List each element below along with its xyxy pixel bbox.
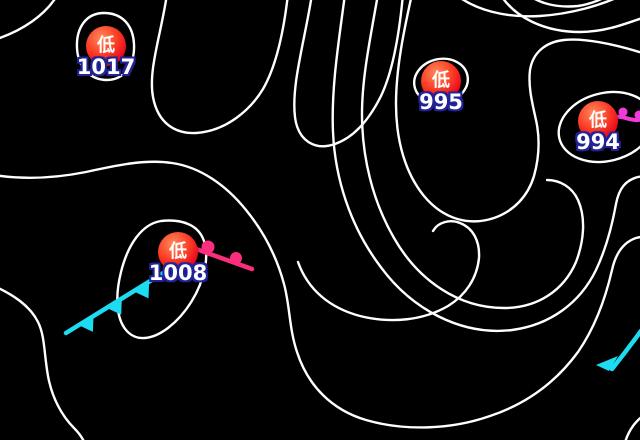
isobar-path (0, 160, 640, 429)
isobar-path (394, 0, 640, 223)
isobar-path (0, 0, 56, 40)
isobar-path (150, 0, 289, 135)
isobar-path (293, 0, 404, 148)
isobar-path (534, 0, 603, 8)
low-circle: 低 (86, 26, 126, 66)
isobar-path (502, 0, 640, 34)
isobar-ring-995 (412, 57, 470, 105)
cold-front-1008 (63, 267, 171, 336)
warm-front-1008 (193, 240, 255, 272)
isobar-path (331, 0, 640, 333)
low-pressure-value: 1017 (76, 55, 136, 79)
low-symbol-text: 低 (169, 241, 187, 262)
isobar-path (296, 220, 481, 322)
low-symbol-text: 低 (589, 110, 607, 131)
isobar-path (0, 287, 85, 440)
low-circle: 低 (158, 232, 198, 272)
low-symbol-text: 低 (432, 70, 450, 91)
warm-front-994 (612, 107, 640, 123)
isobar-path (116, 219, 208, 340)
low-pressure-value: 1008 (148, 261, 208, 285)
isobar-ring-994 (557, 90, 640, 164)
fronts-layer (63, 107, 640, 372)
low-circle: 低 (578, 101, 618, 141)
low-pressure-value: 994 (576, 130, 620, 154)
cold-front-fragment (596, 328, 640, 372)
low-pressure-value: 995 (419, 90, 463, 114)
low-circle: 低 (421, 61, 461, 101)
low-symbol-text: 低 (97, 35, 115, 56)
isobar-path (75, 11, 136, 82)
isobar-path (624, 416, 640, 440)
isobar-path (461, 0, 615, 18)
isobar-path (360, 0, 585, 310)
